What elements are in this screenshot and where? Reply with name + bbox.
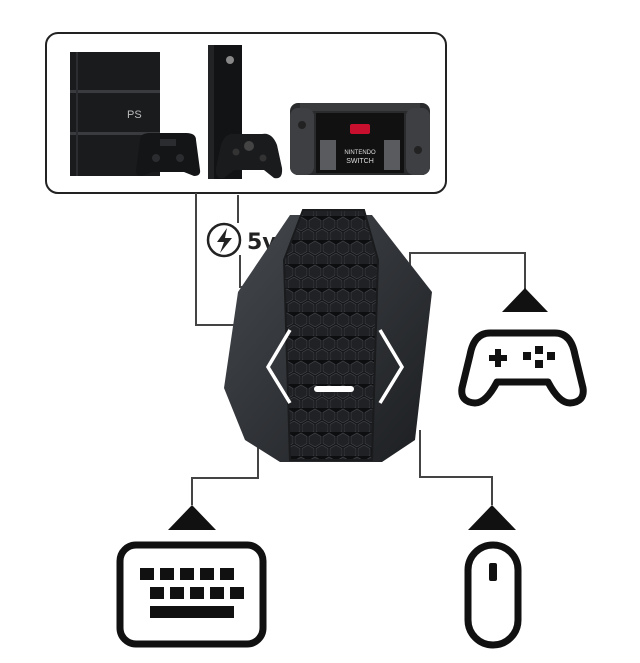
keyboard-icon [116,541,267,648]
right-led-chevron [378,329,405,404]
center-led-bar [314,386,354,392]
lightning-icon [217,228,232,253]
svg-text:PS: PS [127,109,142,121]
converter-device [224,209,432,462]
xbox-controller [215,133,283,179]
arrow-up-icon [502,288,548,312]
switch-brand-line2: SWITCH [346,158,374,165]
switch-brand-line1: NINTENDO [344,150,376,156]
playstation-controller [135,133,201,176]
mouse-icon [464,541,522,649]
left-led-chevron [265,329,292,404]
nintendo-switch-console: NINTENDO SWITCH [290,103,430,175]
arrow-up-icon [168,505,216,530]
gamepad-icon [458,329,587,407]
arrow-up-icon [468,505,516,530]
